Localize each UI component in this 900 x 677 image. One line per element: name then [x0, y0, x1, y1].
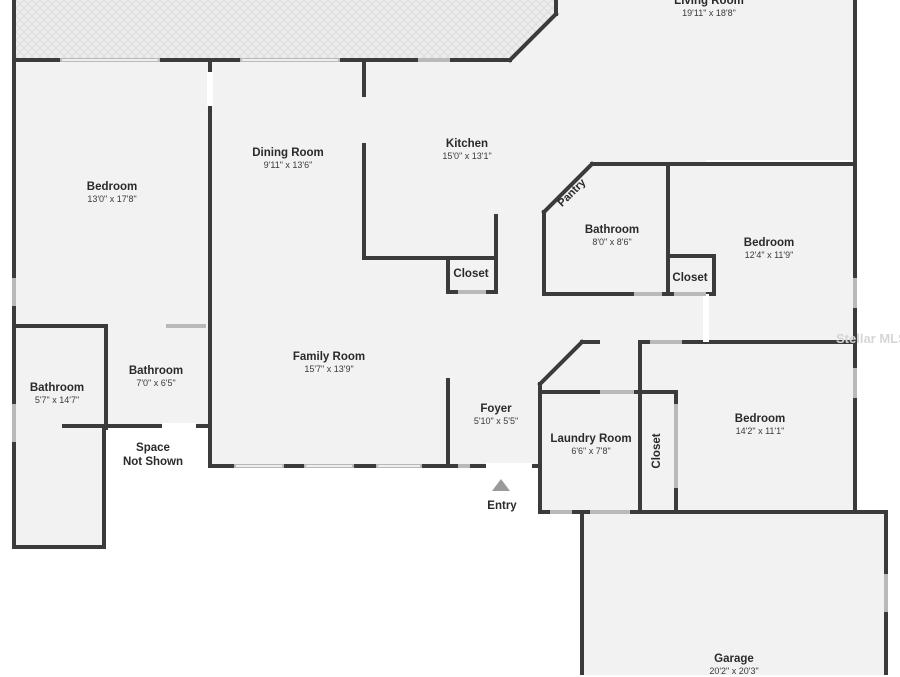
room-dims: 20'2" x 20'3"	[709, 666, 759, 676]
bedroom-rt-floor	[668, 164, 854, 342]
room-dims: 6'6" x 7'8"	[571, 446, 611, 456]
room-label-bathroom-center: Bathroom 8'0" x 8'6"	[585, 223, 639, 248]
room-dims: 13'0" x 17'8"	[87, 194, 137, 204]
patio-area	[14, 0, 556, 58]
room-label-bathroom-far-left: Bathroom 5'7" x 14'7"	[30, 381, 84, 406]
laundry-floor	[540, 390, 640, 512]
room-name: Foyer	[480, 403, 512, 415]
bath-mid-floor	[106, 326, 210, 426]
room-dims: 8'0" x 8'6"	[592, 237, 632, 247]
door-openings	[162, 72, 709, 469]
entry-arrow-icon	[492, 479, 510, 491]
room-name: Bathroom	[29, 382, 85, 394]
room-dims: 14'2" x 11'1"	[735, 426, 785, 436]
closet-label-kitchen: Closet	[453, 268, 489, 280]
closet-label-laundry: Closet	[651, 433, 663, 469]
room-dims: 19'11" x 18'8"	[682, 8, 736, 18]
watermark: Stellar MLS	[836, 331, 900, 346]
room-label-bedroom-right-top: Bedroom 12'4" x 11'9"	[744, 236, 794, 261]
room-label-bathroom-mid: Bathroom 7'0" x 6'5"	[129, 364, 183, 389]
room-dims: 15'7" x 13'9"	[304, 364, 354, 374]
room-dims: 15'0" x 13'1"	[442, 151, 492, 161]
room-dims: 5'7" x 14'7"	[34, 395, 80, 405]
room-label-kitchen: Kitchen 15'0" x 13'1"	[442, 137, 491, 162]
room-name: Bedroom	[86, 181, 138, 193]
room-name: Bathroom	[584, 224, 640, 236]
bath-left-floor	[14, 326, 104, 546]
floor-fills	[14, 0, 886, 675]
room-dims: 9'11" x 13'6"	[263, 160, 313, 170]
room-name: Bathroom	[128, 365, 184, 377]
room-label-laundry-room: Laundry Room 6'6" x 7'8"	[550, 432, 631, 457]
room-name: Living Room	[674, 0, 744, 7]
room-name: Garage	[714, 653, 754, 665]
window-panes	[62, 59, 420, 467]
entry-label: Entry	[487, 500, 517, 512]
closet-label-bedroom: Closet	[672, 272, 708, 284]
room-label-bedroom-right-bottom: Bedroom 14'2" x 11'1"	[735, 412, 785, 437]
room-name: Family Room	[292, 351, 366, 363]
room-name: Laundry Room	[550, 433, 632, 445]
space-not-shown-note: Space Not Shown	[122, 442, 184, 468]
room-label-garage: Garage 20'2" x 20'3"	[709, 652, 758, 677]
room-label-dining-room: Dining Room 9'11" x 13'6"	[252, 146, 324, 171]
room-dims: 5'10" x 5'5"	[473, 416, 519, 426]
room-dims: 12'4" x 11'9"	[744, 250, 794, 260]
room-label-family-room: Family Room 15'7" x 13'9"	[293, 350, 365, 375]
room-label-foyer: Foyer 5'10" x 5'5"	[474, 402, 518, 427]
bedroom-left-floor	[14, 60, 210, 326]
garage-floor	[582, 512, 886, 675]
room-dims: 7'0" x 6'5"	[136, 378, 176, 388]
room-label-living-room: Living Room 19'11" x 18'8"	[674, 0, 744, 19]
room-name: Bedroom	[734, 413, 786, 425]
room-name: Kitchen	[445, 138, 489, 150]
room-label-bedroom-left: Bedroom 13'0" x 17'8"	[87, 180, 137, 205]
room-name: Dining Room	[252, 147, 324, 159]
room-name: Bedroom	[743, 237, 795, 249]
